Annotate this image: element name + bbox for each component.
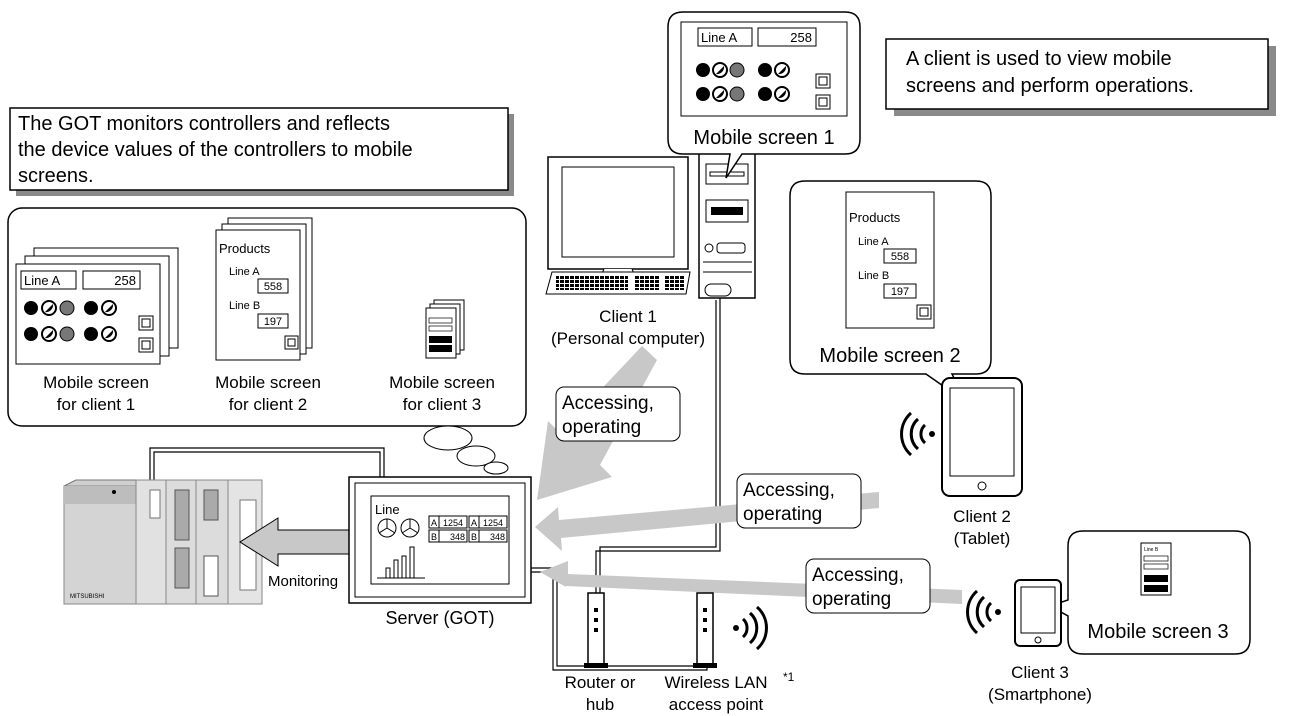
client-callout: A client is used to view mobile screens …: [885, 38, 1276, 116]
stack2-count-b: 197: [264, 316, 282, 328]
stack3-caption-1: Mobile screen: [389, 373, 495, 392]
client-callout-line-1: A client is used to view mobile: [906, 48, 1172, 70]
ms2-label: Mobile screen 2: [819, 345, 960, 367]
got-line-label: Line: [375, 502, 400, 517]
access-label-1: Accessing, operating: [555, 386, 681, 442]
ms1-line-a: Line A: [701, 30, 737, 45]
stack1-lamps: [24, 300, 154, 353]
got-callout-line-2: the device values of the controllers to …: [18, 139, 413, 161]
stack1-caption-1: Mobile screen: [43, 373, 149, 392]
got-screens-box: Line A 258 Mobile screen for client 1: [7, 207, 527, 427]
got-b1-value: 348: [450, 532, 465, 542]
plc-brand: MITSUBISHI: [70, 594, 105, 600]
client3-label-2: (Smartphone): [988, 685, 1092, 704]
server-got: Line A 1254 A 1254 B 348 B 348 Server (G…: [348, 476, 532, 628]
got-b2: B: [471, 532, 477, 542]
client3-label-1: Client 3: [1011, 663, 1069, 682]
router-hub: Router or hub: [565, 592, 636, 714]
screen-stack-client-1: Line A 258 Mobile screen for client 1: [15, 247, 179, 414]
bar-chart-icon: [377, 546, 425, 579]
got-callout-line-3: screens.: [18, 165, 94, 187]
wireless-label-2: access point: [669, 695, 764, 714]
ms1-value: 258: [790, 30, 812, 45]
got-a1-value: 1254: [443, 518, 463, 528]
stack2-count-a: 558: [264, 281, 282, 293]
ms2-line-b: Line B: [858, 270, 889, 282]
tablet-wifi-icon: [900, 411, 935, 457]
plc-controller: MITSUBISHI: [63, 479, 263, 605]
stack2-products: Products: [219, 241, 271, 256]
got-callout-line-1: The GOT monitors controllers and reflect…: [18, 113, 390, 135]
stack3-caption-2: for client 3: [403, 395, 481, 414]
ms2-count-b: 197: [891, 286, 909, 298]
mobile-screen-1-callout: Line A 258 Mobile screen 1: [667, 11, 861, 179]
got-b2-value: 348: [490, 532, 505, 542]
ms1-lamps: [696, 62, 831, 110]
access-label-2: Accessing, operating: [736, 473, 862, 529]
router-label-1: Router or: [565, 673, 636, 692]
access-label-3-l2: operating: [812, 589, 891, 610]
thought-bubbles: [423, 425, 509, 475]
got-a2: A: [471, 518, 477, 528]
ms2-line-a: Line A: [858, 236, 889, 248]
got-b1: B: [431, 532, 437, 542]
stack1-caption-2: for client 1: [57, 395, 135, 414]
screen-stack-client-3: Mobile screen for client 3: [389, 299, 495, 414]
ms1-label: Mobile screen 1: [693, 127, 834, 149]
mobile-screen-3-callout: Line B Mobile screen 3: [1048, 530, 1251, 655]
router-label-2: hub: [586, 695, 614, 714]
client2-label-2: (Tablet): [954, 529, 1011, 548]
ap-wifi-icon: [733, 605, 768, 651]
access-label-2-l2: operating: [743, 504, 822, 525]
stack2-line-b: Line B: [229, 300, 260, 312]
fan-icons: [377, 518, 420, 538]
got-a1: A: [431, 518, 437, 528]
client1-label-2: (Personal computer): [551, 329, 705, 348]
ms2-products: Products: [849, 210, 901, 225]
access-label-2-l1: Accessing,: [743, 480, 835, 501]
screen-stack-client-2: Products Line A 558 Line B 197 Mobile sc…: [215, 217, 321, 414]
access-label-3: Accessing, operating: [805, 558, 931, 614]
stack2-line-a: Line A: [229, 266, 260, 278]
wireless-access-point: Wireless LAN access point *1: [665, 592, 795, 714]
access-label-1-l1: Accessing,: [562, 393, 654, 414]
access-label-1-l2: operating: [562, 417, 641, 438]
stack2-caption-2: for client 2: [229, 395, 307, 414]
ms2-count-a: 558: [891, 251, 909, 263]
ms3-label: Mobile screen 3: [1087, 621, 1228, 643]
footnote-mark: *1: [783, 670, 795, 684]
wireless-label-1: Wireless LAN: [665, 673, 768, 692]
tablet-device: Client 2 (Tablet): [941, 377, 1023, 548]
mobile-screen-2-callout: Products Line A 558 Line B 197 Mobile sc…: [789, 180, 992, 403]
monitoring-label: Monitoring: [268, 573, 338, 590]
got-callout: The GOT monitors controllers and reflect…: [9, 107, 514, 196]
client1-label-1: Client 1: [599, 307, 657, 326]
stack1-value: 258: [114, 273, 136, 288]
ms3-line-b: Line B: [1144, 547, 1159, 553]
stack1-line-a: Line A: [24, 273, 60, 288]
got-a2-value: 1254: [483, 518, 503, 528]
monitoring-arrow: Monitoring: [239, 517, 358, 590]
access-label-3-l1: Accessing,: [812, 565, 904, 586]
client-callout-line-2: screens and perform operations.: [906, 75, 1194, 97]
smartphone-device: Client 3 (Smartphone): [988, 579, 1092, 704]
smartphone-wifi-icon: [966, 589, 1001, 635]
personal-computer: Client 1 (Personal computer): [545, 151, 756, 348]
client2-label-1: Client 2: [953, 507, 1011, 526]
stack2-caption-1: Mobile screen: [215, 373, 321, 392]
server-label: Server (GOT): [385, 608, 494, 628]
